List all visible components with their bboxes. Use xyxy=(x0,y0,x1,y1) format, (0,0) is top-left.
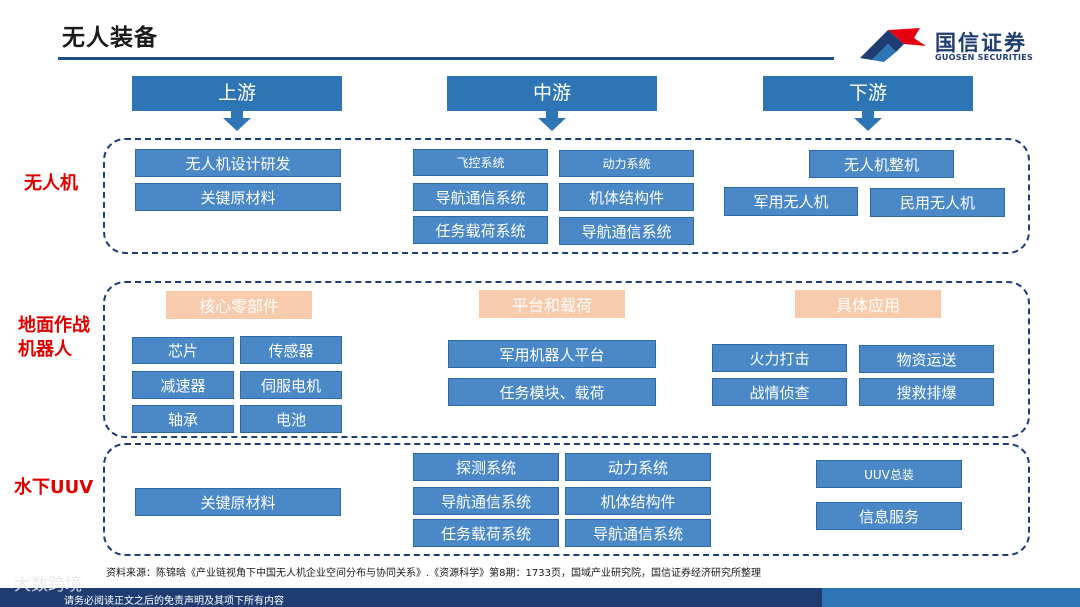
robot-downstream-item: 战情侦查 xyxy=(712,378,847,406)
uuv-downstream-item: 信息服务 xyxy=(816,502,962,530)
robot-upstream-item: 电池 xyxy=(240,405,342,433)
robot-downstream-item: 火力打击 xyxy=(712,344,847,372)
footer-accent xyxy=(822,588,1080,607)
uav-upstream-item: 无人机设计研发 xyxy=(135,149,341,177)
group-ground-robot xyxy=(103,281,1030,438)
logo-name-en: GUOSEN SECURITIES xyxy=(935,53,1034,62)
robot-upstream-item: 轴承 xyxy=(132,405,234,433)
down-arrow-stem xyxy=(231,111,243,119)
group-uuv xyxy=(103,443,1030,556)
uav-midstream-item: 飞控系统 xyxy=(413,149,548,176)
stage-upstream: 上游 xyxy=(132,76,342,111)
row-label-ground-robot: 地面作战 机器人 xyxy=(18,314,90,362)
footer-bar xyxy=(0,588,1080,607)
row-label-line: 地面作战 xyxy=(18,315,90,336)
robot-downstream-item: 物资运送 xyxy=(859,345,994,373)
guosen-logo-icon xyxy=(860,28,926,62)
uav-downstream-item: 军用无人机 xyxy=(724,187,858,216)
uav-midstream-item: 动力系统 xyxy=(559,150,694,177)
watermark: 大数跨境 xyxy=(14,575,82,595)
row-label-uav: 无人机 xyxy=(24,173,78,194)
source-note: 资料来源：陈锦晗《产业链视角下中国无人机企业空间分布与协同关系》.《资源科学》第… xyxy=(106,568,761,579)
robot-downstream-item: 搜救排爆 xyxy=(859,378,994,406)
logo-name-cn: 国信证券 xyxy=(935,31,1027,55)
uav-downstream-top: 无人机整机 xyxy=(809,150,954,178)
title-underline xyxy=(58,57,834,60)
uav-midstream-item: 导航通信系统 xyxy=(413,183,548,211)
robot-midstream-item: 军用机器人平台 xyxy=(448,340,656,368)
row-label-line: 机器人 xyxy=(18,339,72,360)
stage-downstream: 下游 xyxy=(763,76,973,111)
category-platform-payload: 平台和载荷 xyxy=(479,290,625,318)
down-arrow-stem xyxy=(862,111,874,119)
uuv-midstream-item: 探测系统 xyxy=(413,453,559,481)
robot-upstream-item: 芯片 xyxy=(132,337,234,364)
disclaimer: 请务必阅读正文之后的免责声明及其项下所有内容 xyxy=(64,596,284,607)
uuv-midstream-item: 机体结构件 xyxy=(565,487,711,515)
category-application: 具体应用 xyxy=(795,290,941,318)
robot-upstream-item: 传感器 xyxy=(240,336,342,364)
down-arrow-icon xyxy=(854,118,882,131)
uuv-upstream-item: 关键原材料 xyxy=(135,488,341,516)
robot-midstream-item: 任务模块、载荷 xyxy=(448,378,656,406)
uav-downstream-item: 民用无人机 xyxy=(870,188,1005,217)
uuv-downstream-item: UUV总装 xyxy=(816,460,962,488)
uav-midstream-item: 任务载荷系统 xyxy=(413,216,548,244)
category-core-parts: 核心零部件 xyxy=(166,291,312,319)
group-uav xyxy=(103,138,1030,254)
uav-midstream-item: 机体结构件 xyxy=(559,183,694,211)
row-label-uuv: 水下UUV xyxy=(14,477,94,498)
uuv-midstream-item: 导航通信系统 xyxy=(413,487,559,515)
uuv-midstream-item: 动力系统 xyxy=(565,453,711,481)
stage-midstream: 中游 xyxy=(447,76,657,111)
down-arrow-stem xyxy=(546,111,558,119)
uuv-midstream-item: 导航通信系统 xyxy=(565,519,711,547)
robot-upstream-item: 减速器 xyxy=(132,371,234,399)
uav-upstream-item: 关键原材料 xyxy=(135,183,341,211)
page-title: 无人装备 xyxy=(62,25,158,51)
uav-midstream-item: 导航通信系统 xyxy=(559,217,694,245)
down-arrow-icon xyxy=(223,118,251,131)
uuv-midstream-item: 任务载荷系统 xyxy=(413,519,559,547)
down-arrow-icon xyxy=(538,118,566,131)
robot-upstream-item: 伺服电机 xyxy=(240,371,342,399)
